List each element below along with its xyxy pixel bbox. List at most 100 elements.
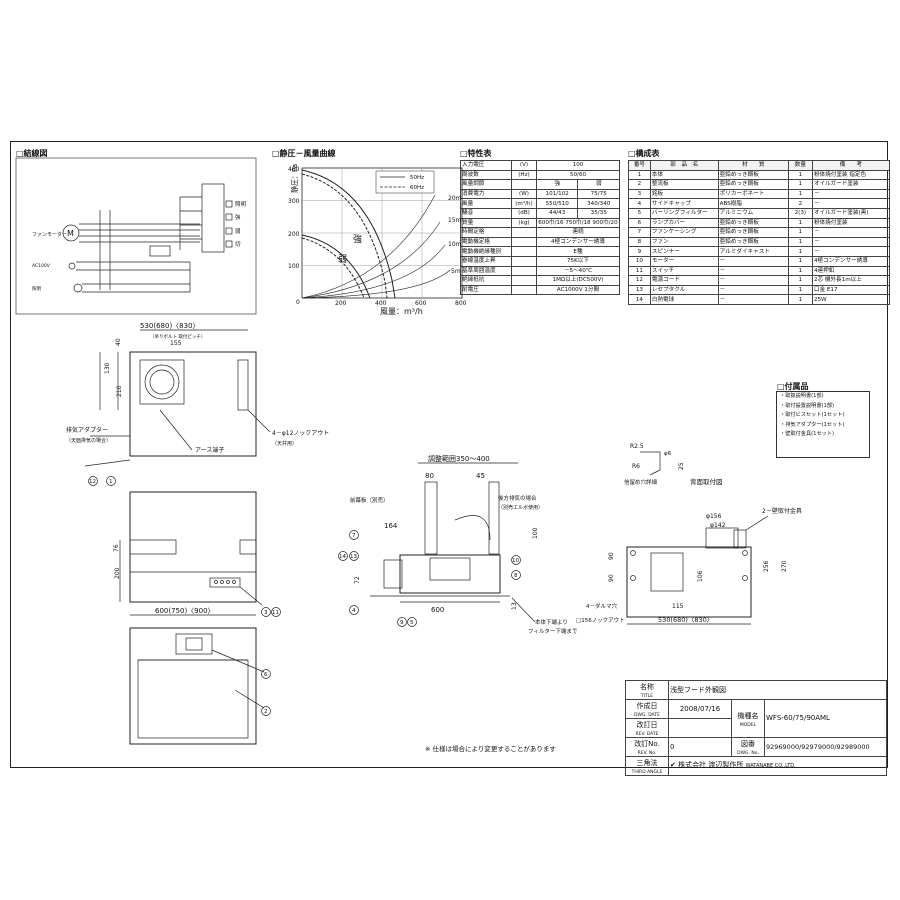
switch-off-label: 切 <box>235 241 241 248</box>
switch-weak-label: 弱 <box>235 228 241 235</box>
balloon-2 <box>261 706 271 716</box>
y-tick: 400 <box>288 166 300 173</box>
balloon-9 <box>397 617 407 627</box>
dwg-number: 92969000/92979000/92989000 <box>764 737 887 757</box>
legend-60hz: 60Hz <box>410 185 424 191</box>
front-panel-label: 前幕板（別売） <box>350 496 389 504</box>
legend-50hz: 50Hz <box>410 175 424 181</box>
dim-d142: φ142 <box>710 522 726 529</box>
dim-80: 80 <box>425 472 434 480</box>
dim-90a: 90 <box>608 552 615 560</box>
wiring-diagram: M ファンモーター 照明 強 弱 切 AC100V 照明 <box>15 157 257 315</box>
bottom-view <box>129 627 265 745</box>
dim-100: 100 <box>532 527 539 539</box>
name-sub: TITLE <box>640 694 654 699</box>
y-tick: 100 <box>288 263 300 270</box>
parts-cell: 1 <box>787 294 813 305</box>
x-tick: 800 <box>455 300 467 307</box>
filter-note-2: フィルター下端まで <box>528 627 578 635</box>
dim-r6: R6 <box>632 463 640 470</box>
drawing-sheet <box>10 141 888 768</box>
dim-40: 40 <box>115 338 122 346</box>
four-hole-label: 4－ダルマ穴 <box>586 602 617 610</box>
light-label: 照明 <box>32 286 41 292</box>
knockout-note: （天井用） <box>272 440 297 447</box>
elbow-label: （別売エルボ使用） <box>498 504 543 511</box>
name-label-cell: 名称 TITLE <box>625 680 669 700</box>
adjust-range-label: 調整範囲350～400 <box>428 454 490 463</box>
wiring-heading: □結線図 <box>16 149 48 158</box>
dim-164: 164 <box>384 522 398 530</box>
dim-top-width: 530(680)〈830〉 <box>140 322 200 330</box>
accessories-box: ・取扱説明書(1部) ・取付設置説明書(1部) ・取付ビスセット(1セット) ・… <box>776 391 870 458</box>
dim-600: 600 <box>431 606 444 614</box>
balloon-text: 2 <box>264 709 268 715</box>
knockout-156-label: □156ノックアウト <box>576 616 625 624</box>
y-tick: 300 <box>288 198 300 205</box>
balloon-8 <box>511 570 521 580</box>
rev-date-sub: REV. DATE <box>635 732 659 737</box>
balloon-14 <box>338 551 348 561</box>
rev-no: 0 <box>668 737 732 757</box>
company-name-en: WATANABE CO.,LTD. <box>745 763 796 769</box>
balloon-text: 12 <box>89 479 96 485</box>
front-view-middle: 76 200 600(750)〈900〉 <box>113 491 263 616</box>
y-tick: 200 <box>288 231 300 238</box>
pressure-curve-chart: 400 300 200 100 0 200 400 600 800 静圧：Pa … <box>288 164 467 316</box>
x-tick: 400 <box>375 300 387 307</box>
y-axis-label: 静圧：Pa <box>290 164 299 193</box>
exhaust-adapter-note: （天面排気の場合） <box>66 437 111 444</box>
ac-label: AC100V <box>32 263 51 269</box>
dim-13: 13 <box>511 602 518 610</box>
balloon-12 <box>88 476 98 486</box>
rear-exhaust-label: 後方排気の場合 <box>498 494 537 502</box>
duct-label: 20m <box>448 195 462 202</box>
bulb-icon <box>73 283 83 293</box>
wall-mount-title: 背面取付図 <box>690 477 723 486</box>
dim-90b: 90 <box>608 574 615 582</box>
balloon-text: 8 <box>514 573 518 579</box>
dim-270: 270 <box>781 560 788 572</box>
name-label: 名称 <box>640 683 654 691</box>
wall-bracket-label: 2－壁取付金具 <box>762 507 802 515</box>
accessory-item: ・取付設置説明書(1部) <box>780 402 835 409</box>
motor-symbol <box>62 224 80 242</box>
balloon-text: 11 <box>272 610 279 616</box>
model-label: 機種名 <box>737 711 759 720</box>
balloon-7 <box>349 530 359 540</box>
model-name: WFS-60/75/90AML <box>764 699 887 738</box>
company-logo-icon: ✔ <box>670 761 676 769</box>
dim-rear-width: 530(680)〈830〉 <box>658 616 713 624</box>
dwg-label: 図番 <box>741 740 755 748</box>
balloon-text: 1 <box>109 479 113 485</box>
drawing-name: 浅型フード外観図 <box>668 680 887 700</box>
hole-detail-label: 信留め穴詳細 <box>624 478 658 486</box>
curve-heading: □静圧－風量曲線 <box>272 149 336 158</box>
y-tick: 0 <box>296 299 300 306</box>
drawing-date: 2008/07/16 <box>668 699 732 719</box>
balloon-text: 7 <box>352 533 356 539</box>
x-tick: 200 <box>335 300 347 307</box>
rev-label-cell: 改訂No.REV. No. <box>625 737 669 757</box>
spec-value: AC1000V 1分間 <box>536 284 620 296</box>
parts-cell: 25W <box>811 294 891 305</box>
x-axis-label: 風量：m³/h <box>380 307 423 316</box>
x-tick: 600 <box>415 300 427 307</box>
dim-106: 106 <box>697 570 704 582</box>
dim-256: 256 <box>763 560 770 572</box>
company-name: 株式会社 渡辺製作所 <box>678 761 744 769</box>
date-label: 作成日 <box>636 702 658 710</box>
